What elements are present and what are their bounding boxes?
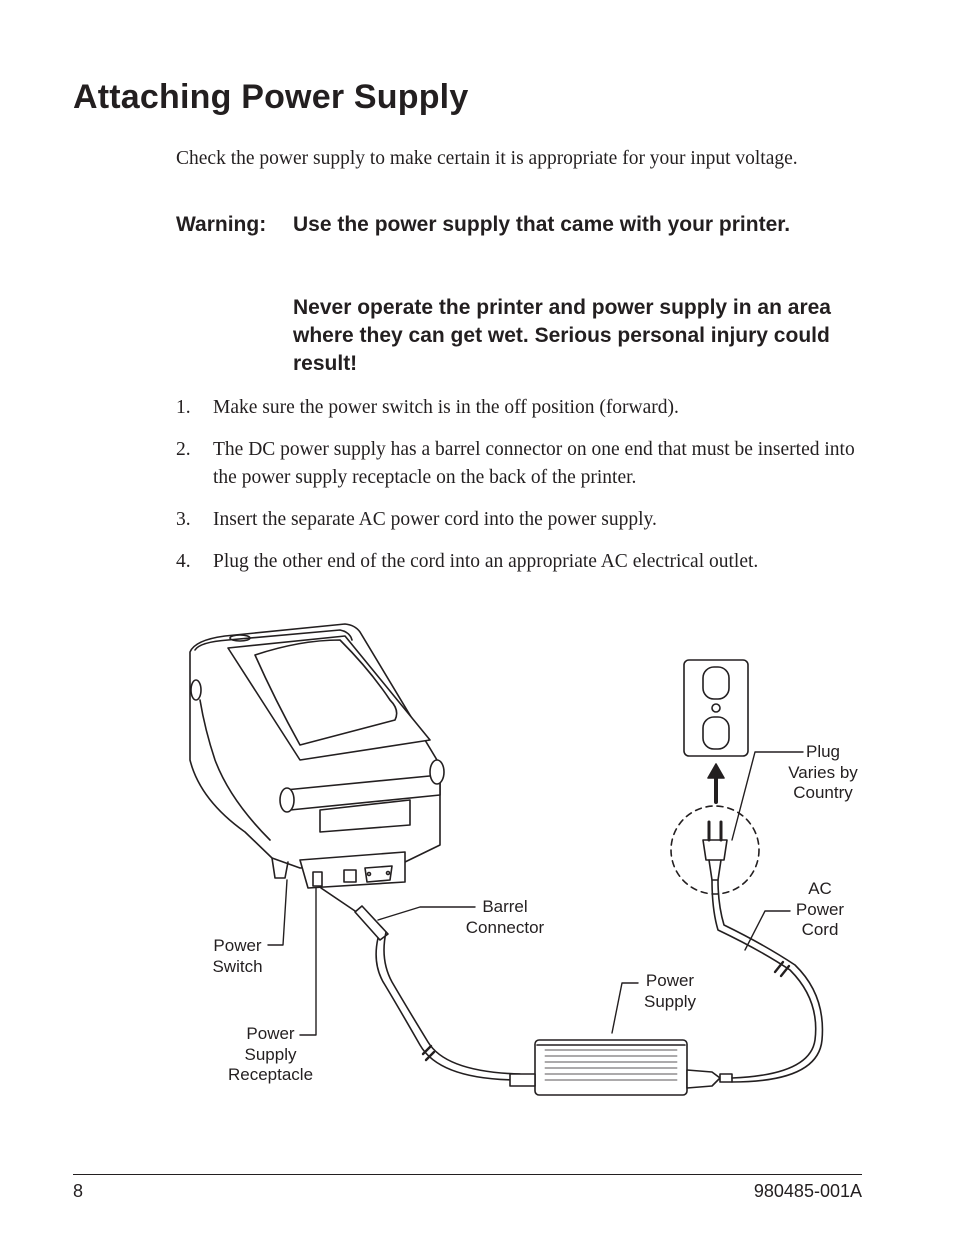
step-item: 3. Insert the separate AC power cord into…	[176, 506, 856, 534]
warning-label: Warning:	[176, 213, 267, 236]
outlet-illustration	[683, 659, 749, 757]
step-text: Make sure the power switch is in the off…	[213, 397, 679, 418]
footer-rule	[73, 1174, 862, 1175]
printer-illustration	[189, 623, 445, 889]
step-number: 1.	[176, 397, 191, 418]
label-ac-power-cord: AC Power Cord	[795, 879, 845, 939]
label-plug: Plug Varies by Country	[788, 742, 858, 802]
intro-paragraph: Check the power supply to make certain i…	[176, 148, 798, 169]
document-number: 980485-001A	[753, 1181, 862, 1201]
power-supply-diagram: Plug Varies by Country AC Power Cord Bar…	[0, 600, 954, 1120]
page-title: Attaching Power Supply	[73, 78, 469, 116]
step-number: 3.	[176, 509, 191, 530]
page-number: 8	[73, 1181, 84, 1201]
step-item: 2. The DC power supply has a barrel conne…	[176, 436, 856, 492]
step-item: 1. Make sure the power switch is in the o…	[176, 394, 856, 422]
label-barrel-connector: Barrel Connector	[465, 897, 545, 937]
step-text: The DC power supply has a barrel connect…	[213, 439, 855, 488]
step-number: 2.	[176, 439, 191, 460]
label-power-switch: Power Switch	[212, 936, 263, 976]
steps-list: 1. Make sure the power switch is in the o…	[176, 394, 856, 590]
power-supply-illustration	[509, 1039, 733, 1096]
label-leaders	[267, 751, 804, 1036]
step-text: Plug the other end of the cord into an a…	[213, 551, 759, 572]
step-text: Insert the separate AC power cord into t…	[213, 509, 657, 530]
step-item: 4. Plug the other end of the cord into an…	[176, 548, 856, 576]
barrel-connector-illustration	[320, 887, 521, 1081]
warning-text-2: Never operate the printer and power supp…	[293, 296, 831, 375]
label-power-supply-receptacle: Power Supply Receptacle	[227, 1024, 314, 1084]
plug-illustration	[670, 805, 760, 895]
diagram-svg	[189, 623, 824, 1096]
ac-cord-illustration	[711, 879, 824, 1083]
step-number: 4.	[176, 551, 191, 572]
label-power-supply: Power Supply	[644, 971, 696, 1011]
warning-text-1: Use the power supply that came with your…	[293, 213, 791, 236]
